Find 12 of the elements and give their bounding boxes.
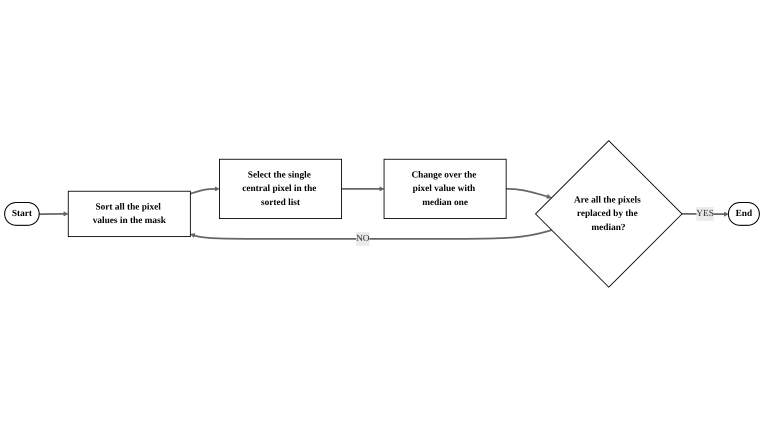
node-box: Change over the pixel value with median one: [384, 158, 507, 219]
arrow: [506, 188, 552, 198]
arrow: [342, 186, 384, 192]
arrow: [39, 210, 68, 216]
node-diamond: Are all the pixels replaced by the median?: [534, 140, 683, 288]
edge-label: NO: [356, 233, 370, 244]
edge-label: YES: [696, 208, 714, 218]
arrow: [190, 186, 220, 194]
arrow: [682, 211, 729, 216]
node-box: Sort all the pixel values in the mask: [68, 190, 191, 237]
node-box: Select the single central pixel in the sorted list: [219, 158, 342, 219]
arrow: [190, 228, 552, 240]
